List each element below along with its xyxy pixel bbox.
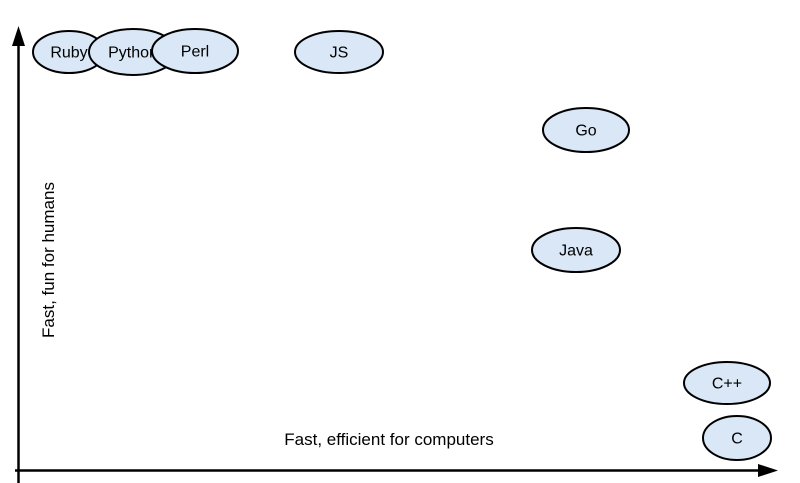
- node-js[interactable]: JS: [294, 30, 384, 74]
- x-axis-arrowhead: [758, 464, 778, 477]
- language-ellipse[interactable]: [702, 415, 772, 461]
- node-c[interactable]: C++: [683, 361, 771, 405]
- language-label: C++: [712, 376, 742, 393]
- node-java[interactable]: Java: [531, 227, 621, 273]
- y-axis-label: Fast, fun for humans: [39, 182, 58, 338]
- language-ellipse[interactable]: [151, 28, 239, 74]
- language-label: Go: [575, 123, 596, 140]
- node-c[interactable]: C: [702, 415, 772, 461]
- language-ellipse[interactable]: [542, 107, 630, 153]
- language-label: Java: [559, 243, 593, 260]
- language-ellipse[interactable]: [294, 30, 384, 74]
- language-label: Perl: [181, 44, 209, 61]
- language-label: Ruby: [50, 45, 87, 62]
- x-axis-label: Fast, efficient for computers: [284, 430, 493, 449]
- node-ruby[interactable]: Ruby: [32, 30, 106, 74]
- y-axis-arrowhead: [12, 26, 25, 46]
- node-go[interactable]: Go: [542, 107, 630, 153]
- language-ellipse[interactable]: [683, 361, 771, 405]
- language-ellipse[interactable]: [531, 227, 621, 273]
- language-label: C: [731, 431, 743, 448]
- language-label: Python: [108, 45, 158, 62]
- axes: Fast, efficient for computers Fast, fun …: [12, 26, 778, 483]
- language-label: JS: [330, 45, 349, 62]
- node-perl[interactable]: Perl: [151, 28, 239, 74]
- node-python[interactable]: Python: [88, 28, 178, 76]
